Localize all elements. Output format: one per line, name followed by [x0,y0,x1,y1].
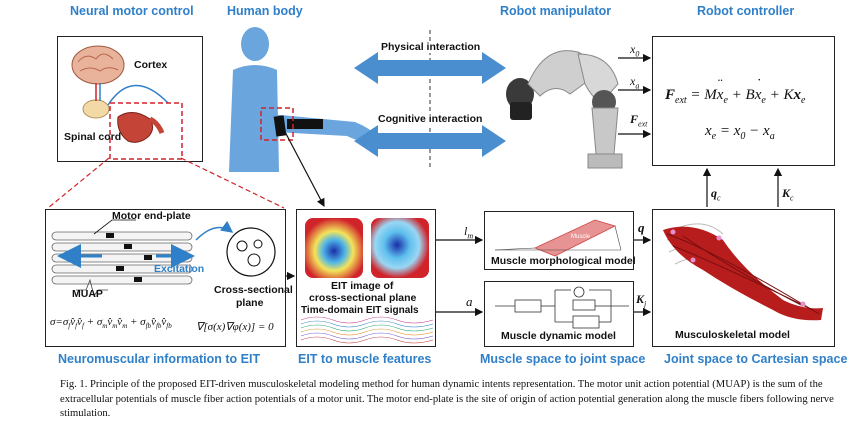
muscle-dynamic-diagram [495,286,629,329]
motor-endplate-label: Motor end-plate [112,210,191,222]
neural-motor-control-panel: Cortex Spinal cord [57,36,203,162]
qc-label: qc [711,186,721,203]
brain-spine-illustration [71,45,183,160]
header-neural-motor-control: Neural motor control [70,4,194,18]
q-label: q [638,220,645,235]
stage-label-joint-to-cartesian: Joint space to Cartesian space [664,352,848,366]
x0-label: x0 [630,42,640,59]
eit-signals-label: Time-domain EIT signals [301,305,419,316]
interaction-arrows [354,30,506,170]
spinal-cord-label: Spinal cord [64,131,122,143]
fext-label: Fext [630,112,648,129]
robot-manipulator-figure [506,50,623,169]
eit-image-label-1: EIT image of [331,280,394,292]
robot-controller-arrows [618,53,652,139]
stage-label-eit-to-muscle: EIT to muscle features [298,352,432,366]
kj-label: Kj [636,292,647,309]
physical-interaction-label: Physical interaction [379,41,483,53]
cross-section-label-1: Cross-sectional [214,284,293,296]
error-equation: xe = x0 − xa [705,123,775,142]
cognitive-interaction-label: Cognitive interaction [376,113,485,125]
eit-images [300,218,434,344]
impedance-equation: Fext = Mx¨e + Bx˙e + Kxe [665,77,806,106]
conductivity-equation: σ=σfv̂fv̂f + σmv̂mv̂m + σfbv̂fbv̂fb [50,316,172,331]
a-label: a [466,294,473,309]
musculoskeletal-model-label: Musculoskeletal model [675,329,790,341]
kc-label: Kc [782,186,794,203]
muscle-morphological-panel: Muscle Muscle morphological model [484,211,636,270]
excitation-label: Excitation [154,263,205,275]
header-human-body: Human body [227,4,303,18]
robot-controller-panel: Fext = Mx¨e + Bx˙e + Kxe xe = x0 − xa [652,36,835,166]
cross-section-label-2: plane [236,297,264,309]
muscle-morphology-diagram [494,219,622,257]
muscle-inner-label: Muscle [571,234,591,240]
cortex-label: Cortex [134,59,168,71]
header-robot-controller: Robot controller [697,4,795,18]
stage-label-neuromuscular-to-eit: Neuromuscular information to EIT [58,352,261,366]
lm-label: lm [464,224,474,241]
muap-label: MUAP [72,288,103,300]
laplace-equation: ∇[σ(x)∇φ(x)] = 0 [196,321,274,333]
xa-label: xa [630,74,640,91]
figure-caption: Fig. 1. Principle of the proposed EIT-dr… [60,379,834,419]
header-robot-manipulator: Robot manipulator [500,4,612,18]
dynamic-model-label: Muscle dynamic model [501,330,616,342]
eit-panel: EIT image of cross-sectional plane Time-… [296,209,436,347]
musculoskeletal-panel: Musculoskeletal model [652,209,835,347]
eit-image-label-2: cross-sectional plane [309,292,417,304]
neuromuscular-panel: Motor end-plate Excitation MUAP Cross-se… [45,209,293,347]
musculoskeletal-figure [663,223,823,321]
muscle-fiber-illustration [51,219,276,297]
morphological-model-label: Muscle morphological model [491,255,636,267]
stage-label-muscle-to-joint: Muscle space to joint space [480,352,646,366]
muscle-dynamic-panel: Muscle dynamic model [484,281,634,347]
